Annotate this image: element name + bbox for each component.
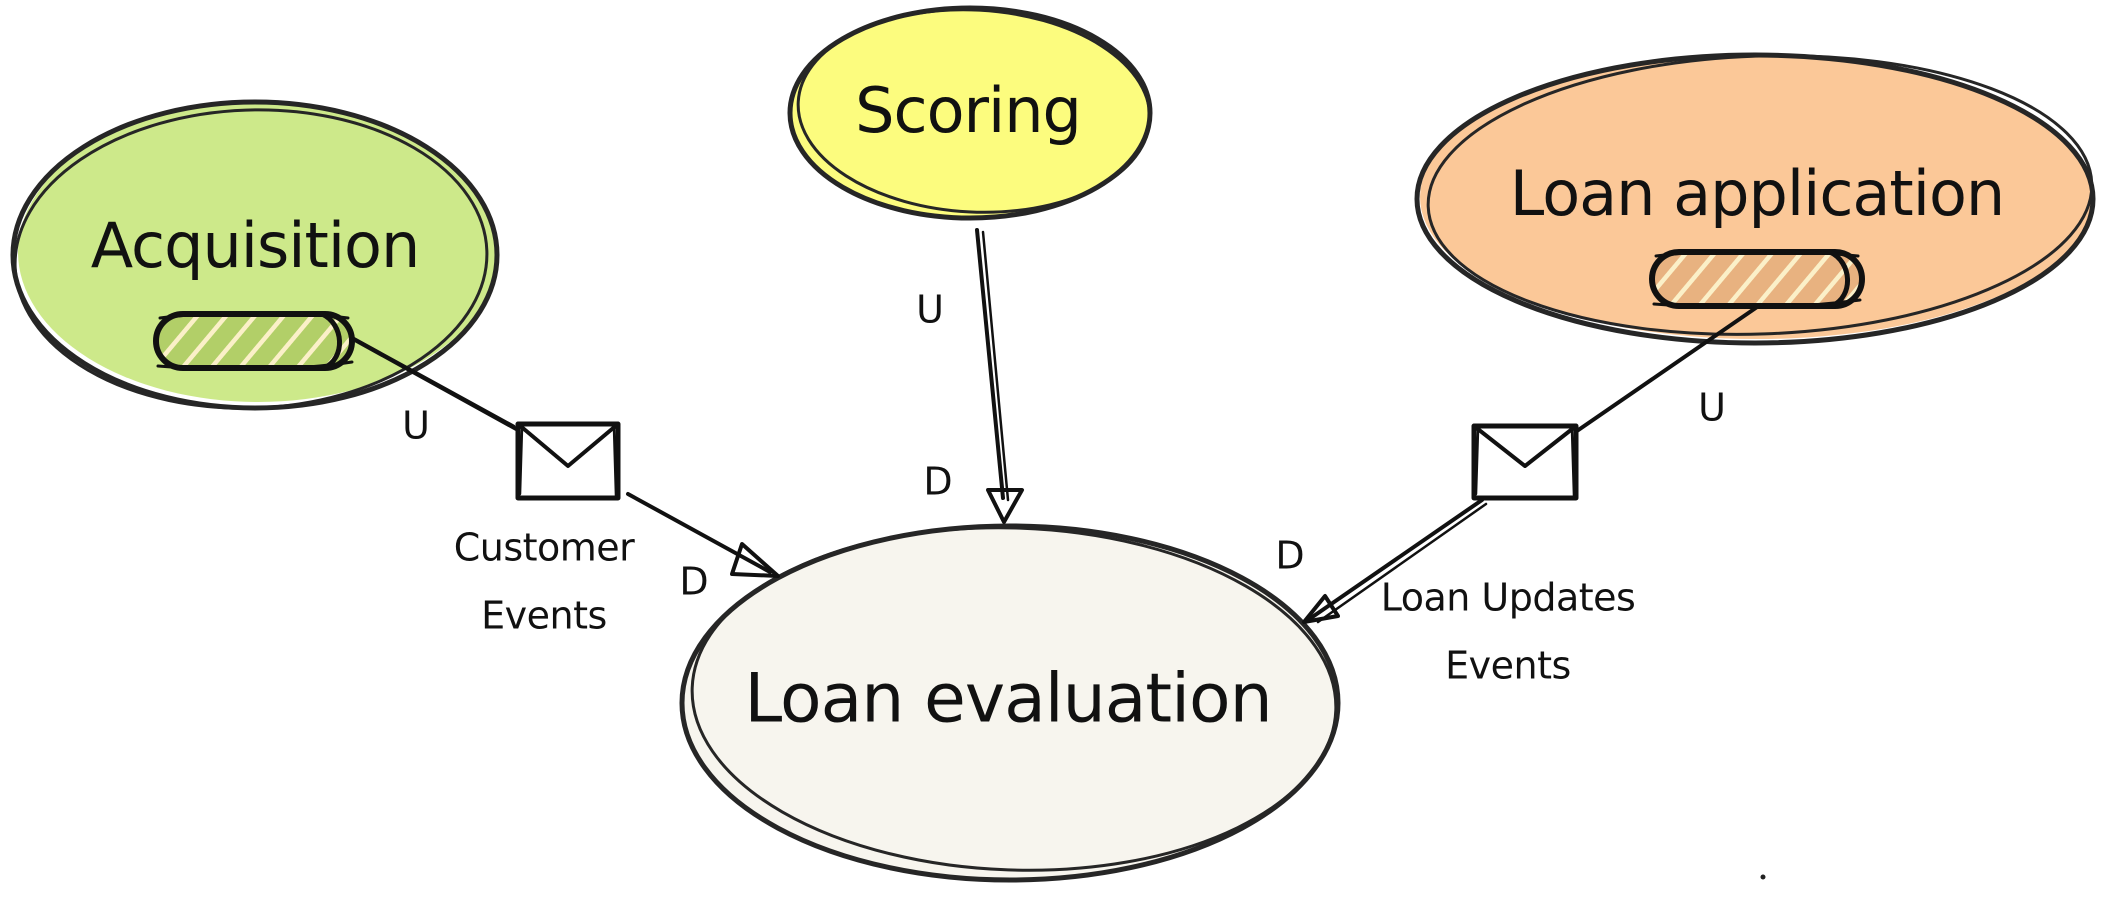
ink-dot: [1760, 874, 1766, 880]
node-acquisition-outline-sketch: [13, 108, 489, 410]
application-upstream-marker: U: [1698, 386, 1726, 430]
node-acquisition-label: Acquisition: [91, 209, 420, 282]
loan-updates-events-label-line2: Events: [1445, 644, 1571, 688]
loan-updates-envelope-icon: [1471, 423, 1579, 501]
edge-scoring-to-evaluation: [975, 228, 1024, 524]
node-scoring-outline-sketch: [796, 8, 1152, 214]
customer-events-label: Customer Events: [454, 526, 636, 638]
application-downstream-marker: D: [1275, 534, 1304, 578]
loan-application-publisher-pipe-icon: [1649, 249, 1865, 309]
edge-acquisition-to-evaluation: [348, 334, 780, 578]
node-loan-evaluation-label: Loan evaluation: [744, 660, 1271, 739]
scoring-upstream-marker: U: [916, 288, 944, 332]
node-scoring-fill: [792, 8, 1148, 216]
loan-updates-events-label-line1: Loan Updates: [1381, 576, 1636, 620]
node-loan-evaluation-outline: [679, 523, 1341, 883]
acquisition-downstream-marker: D: [679, 560, 708, 604]
node-loan-evaluation[interactable]: Loan evaluation: [679, 517, 1342, 883]
node-acquisition[interactable]: Acquisition: [10, 99, 500, 416]
node-scoring-label: Scoring: [855, 74, 1081, 147]
acquisition-publisher-pipe-icon: [153, 311, 355, 371]
node-scoring[interactable]: Scoring: [787, 1, 1155, 221]
node-acquisition-fill: [18, 102, 498, 402]
scoring-downstream-marker: D: [923, 460, 952, 504]
loan-updates-events-label: Loan Updates Events: [1381, 576, 1636, 688]
arrowhead-application: [1302, 594, 1340, 624]
node-loan-evaluation-fill: [683, 528, 1337, 878]
node-loan-evaluation-outline-sketch: [690, 526, 1338, 872]
arrowhead-acquisition: [730, 542, 780, 578]
node-loan-application[interactable]: Loan application: [1414, 44, 2097, 346]
acquisition-upstream-marker: U: [402, 404, 430, 448]
arrowhead-scoring: [986, 488, 1024, 524]
customer-events-label-line2: Events: [481, 594, 607, 638]
node-loan-application-fill: [1420, 55, 2094, 339]
edge-application-to-evaluation: [1302, 303, 1762, 624]
node-loan-application-label: Loan application: [1510, 157, 2004, 230]
node-loan-application-outline-sketch: [1426, 54, 2094, 336]
customer-events-envelope-icon: [515, 421, 621, 501]
customer-events-label-line1: Customer: [454, 526, 635, 570]
